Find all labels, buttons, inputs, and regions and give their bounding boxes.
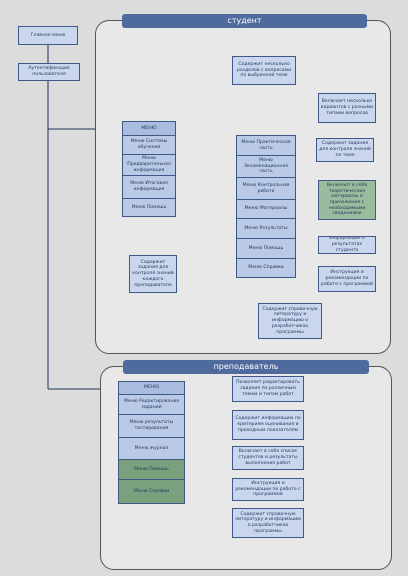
teacher-note-journal: Включает в себя список студентов и резул…	[232, 446, 304, 470]
teacher-menu-item-edit[interactable]: Меню Редактирования заданий	[118, 395, 185, 415]
student-submenu-reference[interactable]: Меню Справки	[236, 259, 296, 278]
student-submenu-help[interactable]: Меню Помощь	[236, 239, 296, 259]
student-menu-item-preliminary[interactable]: Меню Предварительная информация	[122, 155, 176, 176]
teacher-menu-item-help[interactable]: Меню Помощь	[118, 460, 185, 480]
teacher-menu-item-journal[interactable]: Меню журнал	[118, 438, 185, 460]
student-submenu-results[interactable]: Меню Результаты	[236, 219, 296, 239]
student-submenu-materials[interactable]: Меню Материалы	[236, 200, 296, 219]
student-frame-title: студент	[122, 14, 367, 28]
student-note-materials: Включает в себя теоретические материалы …	[318, 180, 376, 220]
teacher-note-reference: Содержит справочную литературу и информа…	[232, 508, 304, 538]
student-menu-item-help[interactable]: Меню Помощь	[122, 199, 176, 217]
student-note-practical: Содержит несколько разделов с вопросами …	[232, 56, 296, 85]
student-note-reference: Содержит справочную литературу и информа…	[258, 303, 322, 339]
student-note-help: Инструкция и рекомендации по работе с пр…	[318, 266, 376, 292]
student-menu-title: МЕНЮ	[122, 121, 176, 136]
teacher-menu-title: МЕНЮ	[118, 381, 185, 395]
student-submenu-practical[interactable]: Меню Практическая часть	[236, 135, 296, 156]
teacher-note-results: Содержит информацию по критериям оценива…	[232, 410, 304, 440]
auth-box[interactable]: Аутентификация пользователя	[18, 63, 80, 81]
student-submenu-control[interactable]: Меню Контрольная работа	[236, 178, 296, 200]
main-menu-box[interactable]: Главное меню	[18, 26, 78, 45]
teacher-note-edit: Позволяет редактировать задания по разли…	[232, 376, 304, 402]
student-note-results: Информация о результатах студента	[318, 236, 376, 254]
teacher-menu-item-results[interactable]: Меню результаты тестирования	[118, 415, 185, 438]
teacher-frame-title: преподаватель	[123, 360, 369, 374]
student-submenu-exam[interactable]: Меню Экзаменационная часть	[236, 156, 296, 178]
student-menu-item-learning[interactable]: Меню Системы обучения	[122, 136, 176, 155]
teacher-note-help: Инструкция и рекомендации по работе с пр…	[232, 478, 304, 501]
student-menu-item-final[interactable]: Меню Итоговая информация	[122, 176, 176, 199]
student-menu-note: Содержит задания для контроля знаний каж…	[129, 255, 177, 293]
student-note-exam: Включает несколько вариантов с разными т…	[318, 93, 376, 123]
student-note-control: Содержит задания для контроля знаний по …	[316, 138, 374, 162]
teacher-menu-item-reference[interactable]: Меню Справки	[118, 480, 185, 504]
